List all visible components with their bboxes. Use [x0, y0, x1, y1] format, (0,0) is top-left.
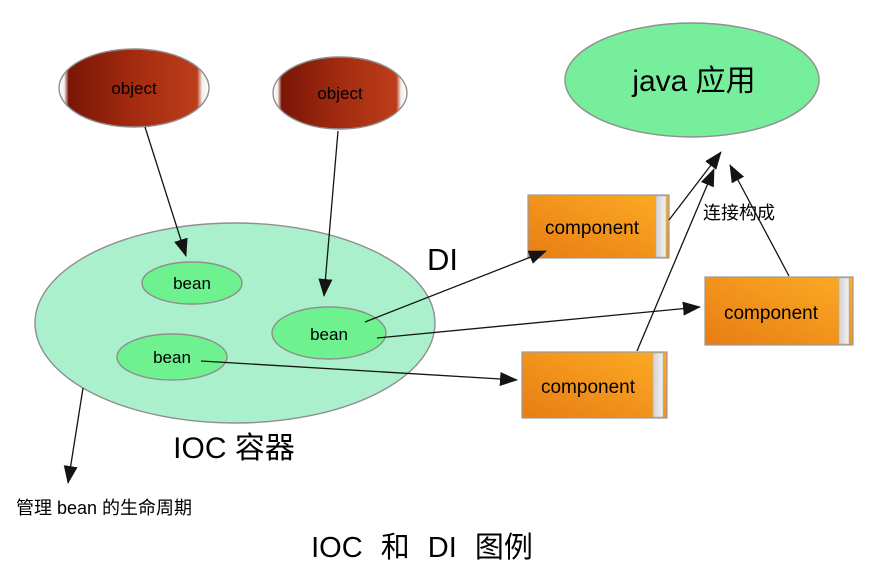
bean-label-1: bean	[173, 274, 211, 293]
component-rect-1	[527, 194, 670, 259]
object-ellipse-2	[272, 56, 408, 130]
bean-label-3: bean	[153, 348, 191, 367]
lifecycle-label: 管理 bean 的生命周期	[16, 498, 192, 518]
arrow-container-to-lifecycle-note	[63, 387, 84, 484]
object-label-1: object	[111, 79, 157, 98]
arrow-component1-to-java-app	[668, 151, 722, 221]
arrow-object2-to-bean2	[318, 130, 339, 297]
arrow-bean2-to-component1	[364, 250, 547, 323]
object-label-2: object	[317, 84, 363, 103]
component-strip-1	[655, 195, 667, 258]
arrow-component2-to-java-app	[729, 164, 790, 277]
component-label-1: component	[545, 218, 640, 239]
ioc-container-label: IOC 容器	[173, 432, 295, 465]
bean-ellipse-2	[271, 306, 387, 360]
component-rect-3	[521, 351, 668, 419]
component-box-1: component	[527, 194, 670, 259]
java-app-label: java 应用	[631, 65, 755, 98]
arrow-object1-to-bean1	[144, 126, 188, 257]
arrow-bean2-to-component2	[376, 301, 701, 339]
component-strip-3	[652, 352, 664, 418]
bean-ellipse-3	[116, 333, 228, 381]
bean-ellipse-1	[141, 261, 243, 305]
java-app-ellipse	[564, 22, 820, 138]
connection-label: 连接构成	[703, 203, 775, 223]
component-label-2: component	[724, 303, 819, 324]
bean-label-2: bean	[310, 325, 348, 344]
component-strip-2	[838, 277, 850, 345]
component-box-2: component	[704, 276, 854, 346]
component-box-3: component	[521, 351, 668, 419]
arrow-component3-to-java-app	[636, 168, 715, 352]
diagram-title: IOC 和 DI 图例	[311, 531, 533, 564]
arrow-bean3-to-component3	[200, 360, 518, 386]
di-label: DI	[427, 242, 458, 277]
object-ellipse-1	[58, 48, 210, 128]
component-label-3: component	[541, 377, 636, 398]
component-rect-2	[704, 276, 854, 346]
